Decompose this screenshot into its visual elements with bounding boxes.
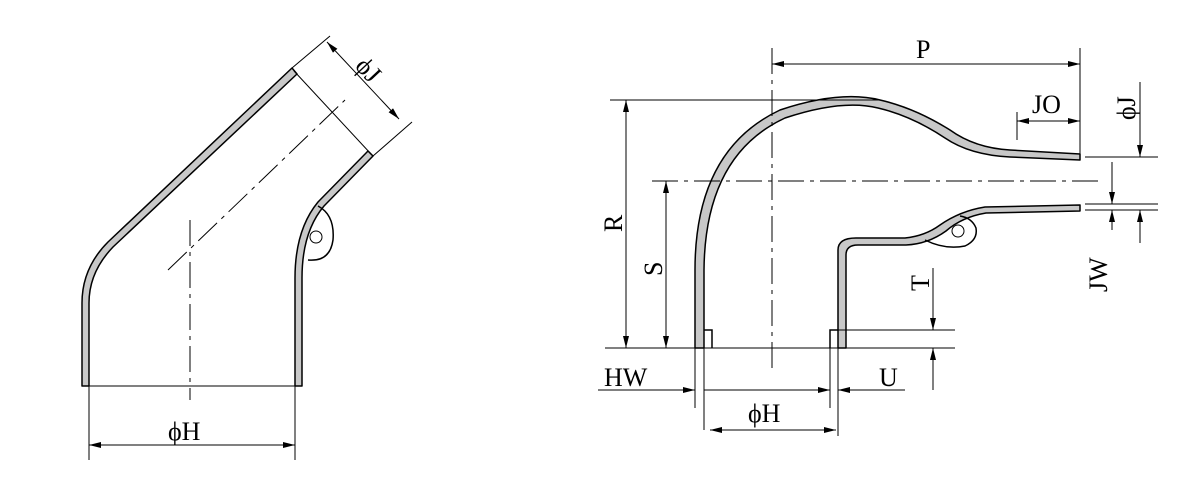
right-label-phi-j: ϕJ xyxy=(1112,96,1141,120)
right-label-jw: JW xyxy=(1084,257,1113,292)
right-label-s: S xyxy=(639,262,668,276)
left-dim-phi-j xyxy=(326,41,400,120)
right-lug-hole xyxy=(951,224,965,238)
left-label-phi-h: ϕH xyxy=(168,417,201,446)
left-centerline-diagonal xyxy=(167,99,346,271)
left-label-phi-j: ϕJ xyxy=(350,51,387,88)
right-label-u: U xyxy=(879,363,898,392)
left-inner-wall xyxy=(294,150,374,387)
right-inner-wall xyxy=(837,204,1081,349)
right-label-r: R xyxy=(599,214,628,232)
right-label-hw: HW xyxy=(604,363,648,392)
left-view: ϕJ ϕH xyxy=(81,35,413,460)
left-lug-hole xyxy=(309,230,323,244)
right-lug xyxy=(924,215,978,248)
right-label-phi-h: ϕH xyxy=(748,399,781,428)
right-label-t: T xyxy=(906,275,935,291)
left-lug xyxy=(307,205,334,261)
right-outer-wall xyxy=(694,95,1081,349)
right-view: P JO ϕJ JW R S T HW xyxy=(598,35,1158,436)
right-label-p: P xyxy=(916,35,930,64)
right-label-jo: JO xyxy=(1032,90,1061,119)
